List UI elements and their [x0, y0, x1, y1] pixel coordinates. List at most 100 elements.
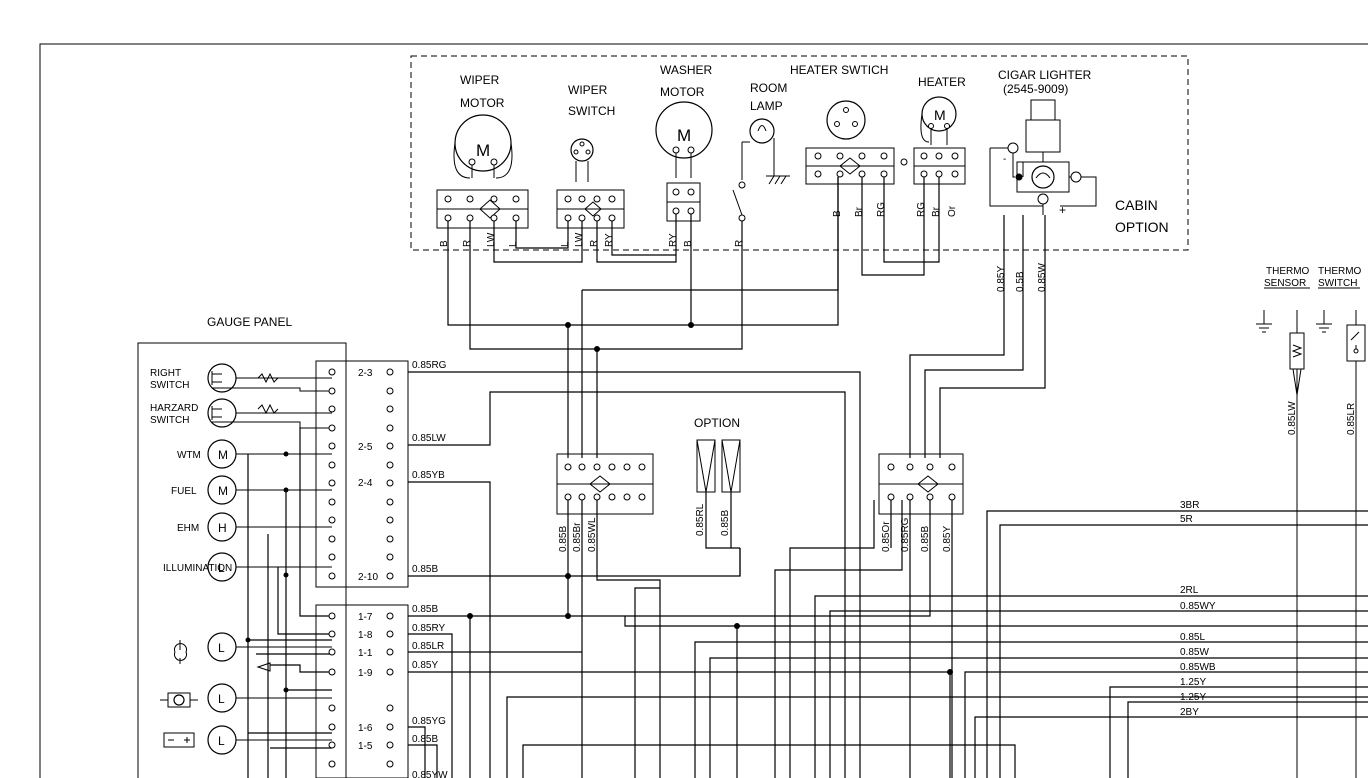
right-mid-connector: 0.85Or 0.85RG 0.85B 0.85Y	[625, 453, 964, 778]
svg-text:0.5B: 0.5B	[1015, 271, 1026, 292]
svg-text:SENSOR: SENSOR	[1264, 278, 1306, 289]
room-lamp: ROOM LAMP	[732, 81, 790, 222]
svg-text:0.85Br: 0.85Br	[572, 522, 583, 552]
gauge-item-label: EHM	[177, 523, 199, 534]
washer-motor: WASHER MOTOR M	[655, 63, 713, 222]
thermo-switch: THERMO SWITCH 0.85LR	[1316, 266, 1366, 778]
svg-text:RY: RY	[604, 233, 615, 247]
svg-text:0.85LW: 0.85LW	[1287, 401, 1298, 435]
svg-text:B: B	[439, 240, 450, 247]
svg-text:RG: RG	[876, 202, 887, 217]
gauge-item: L	[207, 683, 332, 713]
gauge-item-label: HARZARD	[150, 403, 198, 414]
gauge-item-label: SWITCH	[150, 380, 189, 391]
option-connector: OPTION 0.85RL 0.85B	[694, 416, 903, 778]
gauge-symbol: L	[218, 734, 225, 748]
cigar-plus: +	[1059, 203, 1066, 217]
connector-pin-label: 2-3	[358, 368, 373, 379]
svg-text:0.85WY: 0.85WY	[1180, 601, 1216, 612]
connector-pin-label: 2-4	[358, 478, 373, 489]
room-lamp-label-1: ROOM	[750, 81, 787, 95]
wiper-switch-icon	[570, 138, 594, 162]
heater-switch-icon	[826, 100, 866, 140]
gauge-item-label: WTM	[177, 450, 201, 461]
thermo-sensor: THERMO SENSOR 0.85LW	[1256, 266, 1310, 778]
svg-text:B: B	[683, 240, 694, 247]
connector-pin-label: 1-7	[358, 612, 373, 623]
cabin-option-box	[410, 55, 1189, 251]
wiper-motor: WIPER MOTOR M	[436, 73, 529, 229]
gauge-connector-1	[315, 604, 409, 778]
wiper-switch-label-2: SWITCH	[568, 104, 615, 118]
svg-text:Br: Br	[931, 206, 942, 217]
svg-text:0.85WL: 0.85WL	[587, 517, 598, 552]
svg-text:Br: Br	[854, 206, 865, 217]
room-lamp-icon	[749, 118, 775, 144]
gauge-symbol: M	[218, 484, 228, 498]
svg-text:5R: 5R	[1180, 514, 1193, 525]
gauge-symbol: H	[218, 521, 227, 535]
connector-pin-label: 2-5	[358, 442, 373, 453]
oil-pressure-icon	[174, 640, 187, 664]
wiper-switch: WIPER SWITCH	[556, 83, 625, 229]
svg-text:THERMO: THERMO	[1266, 266, 1310, 277]
svg-text:0.85YB: 0.85YB	[412, 470, 445, 481]
gauge-symbol: L	[218, 692, 225, 706]
svg-text:THERMO: THERMO	[1318, 266, 1362, 277]
cabin-option-label-2: OPTION	[1115, 219, 1169, 235]
svg-text:0.85B: 0.85B	[720, 510, 731, 536]
svg-text:0.85LR: 0.85LR	[412, 641, 444, 652]
svg-text:SWITCH: SWITCH	[1318, 278, 1357, 289]
svg-text:L: L	[560, 241, 571, 247]
gauge-item: L	[207, 632, 332, 662]
svg-text:0.85W: 0.85W	[1037, 263, 1048, 292]
room-lamp-label-2: LAMP	[750, 99, 783, 113]
washer-motor-icon	[655, 101, 713, 159]
wiper-motor-symbol: M	[476, 141, 490, 160]
gauge-symbol: L	[218, 641, 225, 655]
gauge-symbol: L	[218, 561, 225, 575]
wiper-motor-pins	[444, 195, 520, 222]
svg-text:R: R	[589, 240, 600, 247]
svg-text:0.85WB: 0.85WB	[1180, 662, 1216, 673]
svg-text:0.85RL: 0.85RL	[695, 503, 706, 536]
svg-text:L: L	[508, 241, 519, 247]
panel-wires: 0.85RG 0.85LW 0.85YB 0.85B 0.85B 0.85RY …	[408, 360, 1368, 778]
washer-motor-label-2: MOTOR	[660, 85, 705, 99]
bus-wires: 3BR 5R 2RL 0.85WY 0.85L 0.85W 0.85WB 1.2…	[506, 500, 1368, 778]
svg-text:0.85RY: 0.85RY	[412, 623, 446, 634]
svg-text:LW: LW	[574, 232, 585, 247]
gauge-item: L	[207, 725, 332, 755]
svg-text:3BR: 3BR	[1180, 500, 1199, 511]
svg-text:0.85RG: 0.85RG	[412, 360, 447, 371]
gauge-panel-label: GAUGE PANEL	[207, 315, 292, 329]
washer-motor-symbol: M	[677, 126, 691, 145]
cigar-lighter-label-2: (2545-9009)	[1003, 82, 1068, 96]
gauge-item: EHM H	[177, 512, 332, 542]
connector-pin-label: 1-6	[358, 723, 373, 734]
heater-switch: HEATER SWTICH	[790, 63, 908, 185]
heater-symbol: M	[934, 107, 946, 123]
gauge-panel-frame	[137, 342, 347, 778]
heater-label: HEATER	[918, 75, 966, 89]
top-wiring	[447, 177, 1046, 458]
gauge-item-label: ILLUMINATION	[163, 563, 232, 574]
svg-text:0.85B: 0.85B	[558, 526, 569, 552]
svg-text:0.85B: 0.85B	[412, 564, 438, 575]
svg-text:0.85W: 0.85W	[1180, 647, 1209, 658]
option-label: OPTION	[694, 416, 740, 430]
top-wire-tags: B R LW L L LW R RY RY B R B Br RG RG Br …	[439, 202, 1048, 292]
washer-motor-label-1: WASHER	[660, 63, 713, 77]
connector-pin-label: 1-9	[358, 668, 373, 679]
svg-text:0.85Y: 0.85Y	[996, 266, 1007, 292]
connector-pin-label: 1-1	[358, 648, 373, 659]
svg-text:0.85LR: 0.85LR	[1346, 403, 1357, 435]
wiper-switch-label-1: WIPER	[568, 83, 608, 97]
engine-icon	[160, 692, 198, 708]
